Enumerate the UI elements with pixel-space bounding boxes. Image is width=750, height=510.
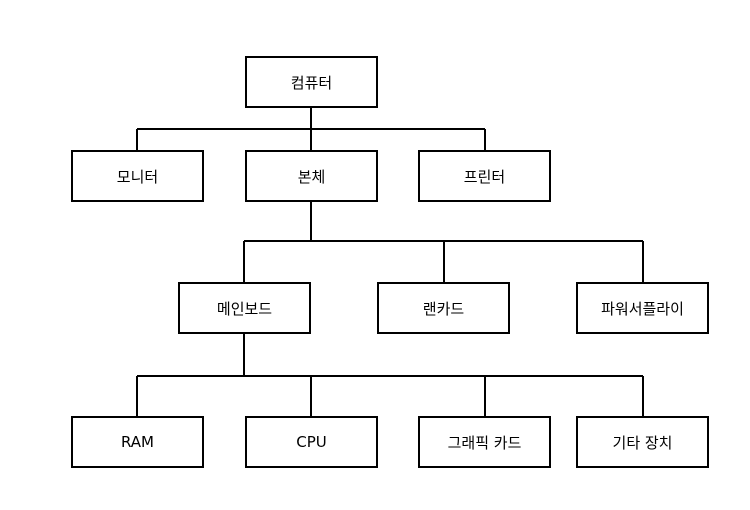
node-other-devices-label: 기타 장치 bbox=[612, 433, 673, 452]
node-power-supply: 파워서플라이 bbox=[576, 282, 709, 334]
node-lan-card-label: 랜카드 bbox=[422, 299, 465, 318]
node-graphics-card-label: 그래픽 카드 bbox=[447, 433, 522, 452]
node-cpu: CPU bbox=[245, 416, 378, 468]
node-printer-label: 프린터 bbox=[463, 167, 506, 186]
node-lan-card: 랜카드 bbox=[377, 282, 510, 334]
node-mainboard: 메인보드 bbox=[178, 282, 311, 334]
node-other-devices: 기타 장치 bbox=[576, 416, 709, 468]
node-power-supply-label: 파워서플라이 bbox=[601, 299, 684, 318]
node-cpu-label: CPU bbox=[296, 433, 327, 451]
node-computer: 컴퓨터 bbox=[245, 56, 378, 108]
node-mainboard-label: 메인보드 bbox=[216, 299, 273, 318]
node-monitor-label: 모니터 bbox=[116, 167, 159, 186]
node-computer-label: 컴퓨터 bbox=[290, 73, 333, 92]
node-graphics-card: 그래픽 카드 bbox=[418, 416, 551, 468]
node-monitor: 모니터 bbox=[71, 150, 204, 202]
node-main-body-label: 본체 bbox=[297, 167, 326, 186]
node-ram: RAM bbox=[71, 416, 204, 468]
node-printer: 프린터 bbox=[418, 150, 551, 202]
node-main-body: 본체 bbox=[245, 150, 378, 202]
node-ram-label: RAM bbox=[120, 433, 155, 451]
